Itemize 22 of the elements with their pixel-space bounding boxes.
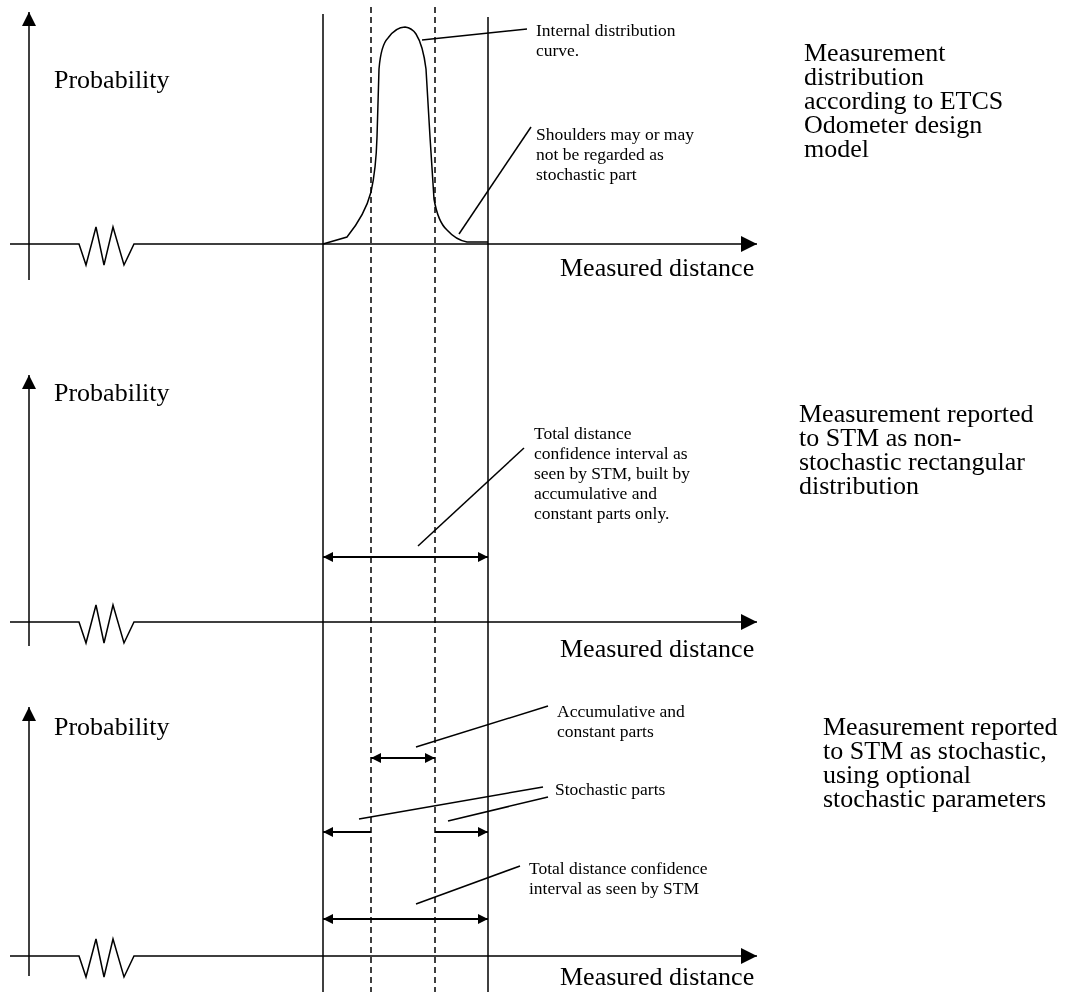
leader-line (358, 786, 544, 820)
axis-label: Probability (54, 65, 171, 95)
axis-label: Measured distance (560, 962, 756, 992)
callout-text: Shoulders may or may not be regarded as stochastic part (536, 124, 708, 184)
leader-line (458, 126, 532, 235)
callout-text: Total distance confidence interval as seen by STM (529, 858, 744, 898)
leader-line (421, 28, 528, 41)
leader-line (415, 705, 549, 748)
callout-text: Total distance confidence interval as seen by STM, built by accumulative and constant parts only. (534, 423, 696, 523)
panel-description: Measurement reported to STM as non-stochastic rectangular distribution (799, 402, 1035, 498)
leader-line (447, 796, 549, 822)
panel-description: Measurement reported to STM as stochastic, using optional stochastic parameters (823, 715, 1059, 811)
callout-text: Stochastic parts (555, 779, 735, 799)
axis-label: Measured distance (560, 253, 756, 283)
leader-line (415, 865, 521, 905)
callout-text: Internal distribution curve. (536, 20, 721, 60)
leader-line (417, 447, 525, 547)
panel-description: Measurement distribution according to ETCS Odometer design model (804, 41, 1005, 161)
axis-label: Measured distance (560, 634, 756, 664)
axis-label: Probability (54, 378, 171, 408)
axis-label: Probability (54, 712, 171, 742)
callout-text: Accumulative and constant parts (557, 701, 702, 741)
